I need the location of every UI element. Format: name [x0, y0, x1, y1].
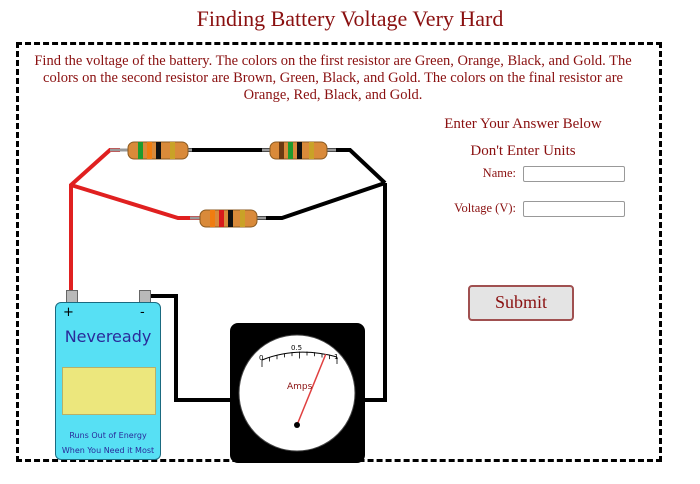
- ammeter-needle: [296, 353, 327, 426]
- battery-slogan-line2: When You Need it Most: [61, 446, 155, 455]
- resistor-1: [110, 141, 192, 160]
- units-note: Don't Enter Units: [470, 143, 576, 159]
- band: [138, 142, 143, 159]
- band: [309, 142, 314, 159]
- band: [210, 210, 215, 227]
- enter-answer-heading: Enter Your Answer Below: [444, 116, 602, 132]
- band: [228, 210, 233, 227]
- wire-negative: [150, 294, 230, 402]
- page-title: Finding Battery Voltage Very Hard: [196, 6, 504, 31]
- resistor-3: [190, 209, 266, 228]
- needle-pivot: [294, 422, 300, 428]
- resistor-2: [262, 141, 336, 160]
- submit-button[interactable]: Submit: [468, 285, 574, 321]
- question-text: Find the voltage of the battery. The col…: [34, 53, 632, 103]
- scale-max-label: 1: [334, 353, 339, 361]
- voltage-label: Voltage (V):: [454, 201, 516, 215]
- battery-brand: Neveready: [64, 327, 152, 346]
- scale-min-label: 0: [259, 354, 264, 362]
- name-input[interactable]: [523, 166, 625, 182]
- band: [147, 142, 152, 159]
- dial-ticks: [261, 351, 338, 367]
- band: [288, 142, 293, 159]
- band: [297, 142, 302, 159]
- band: [279, 142, 284, 159]
- name-label: Name:: [482, 166, 516, 180]
- battery-minus-sign: -: [140, 305, 145, 320]
- voltage-input[interactable]: [523, 201, 625, 217]
- band: [240, 210, 245, 227]
- dial-face: [238, 334, 356, 452]
- band: [219, 210, 224, 227]
- scale-mid-label: 0.5: [291, 344, 303, 352]
- wire-right-down: [365, 183, 387, 402]
- battery-label-area: [62, 367, 156, 415]
- battery-slogan-line1: Runs Out of Energy: [69, 431, 147, 440]
- battery-plus-sign: +: [63, 305, 74, 320]
- band: [170, 142, 175, 159]
- band: [156, 142, 161, 159]
- ammeter-unit-label: Amps: [287, 382, 313, 392]
